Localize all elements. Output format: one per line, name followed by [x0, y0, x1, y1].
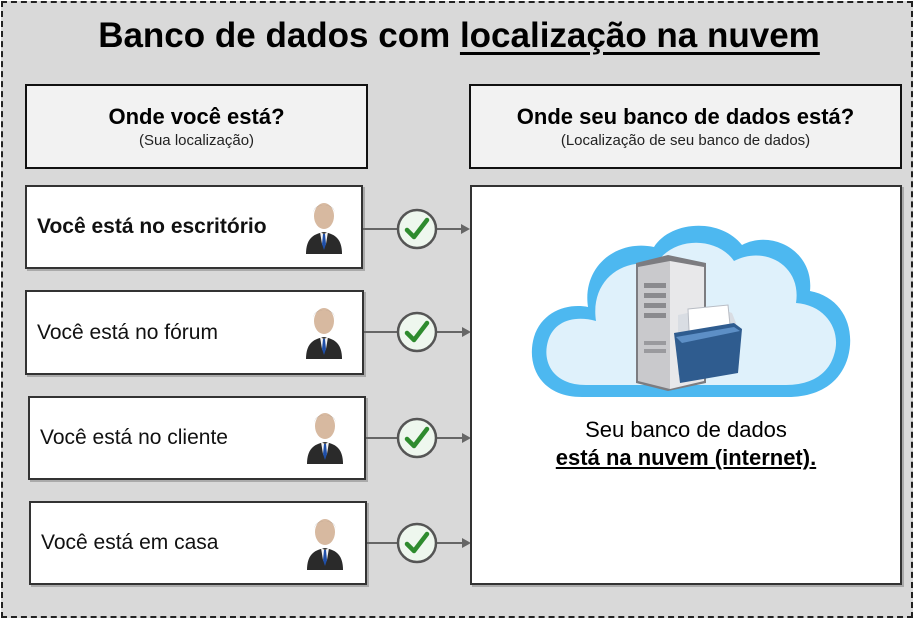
location-label-home: Você está em casa	[41, 531, 219, 554]
connector-check-arrow	[364, 311, 471, 353]
left-header-subtitle: (Sua localização)	[138, 132, 255, 149]
left-header-box: Onde você está? (Sua localização)	[25, 84, 368, 169]
right-header-title: Onde seu banco de dados está?	[516, 104, 855, 129]
location-label-forum: Você está no fórum	[37, 320, 218, 344]
location-label-client: Você está no cliente	[40, 426, 228, 449]
cloud-icon	[531, 225, 851, 397]
title-prefix: Banco de dados com	[98, 16, 460, 55]
title-underlined: localização na nuvem	[459, 16, 820, 55]
diagram-title: Banco de dados com localização na nuvem	[0, 14, 918, 58]
database-caption-line1: Seu banco de dados	[585, 417, 787, 442]
connector-check-arrow	[363, 208, 470, 250]
database-caption-line2: está na nuvem (internet).	[555, 445, 817, 470]
businessman-icon	[307, 519, 343, 570]
businessman-icon	[306, 308, 342, 359]
right-header-box: Onde seu banco de dados está? (Localizaç…	[469, 84, 902, 169]
businessman-icon	[306, 203, 342, 254]
connector-check-arrow	[367, 522, 471, 564]
right-header-subtitle: (Localização de seu banco de dados)	[560, 132, 811, 149]
location-box-office: Você está no escritório	[25, 185, 363, 269]
location-label-office: Você está no escritório	[37, 215, 267, 238]
connector-check-arrow	[366, 417, 471, 459]
location-box-home: Você está em casa	[29, 501, 367, 585]
location-box-forum: Você está no fórum	[25, 290, 364, 375]
left-header-title: Onde você está?	[108, 104, 285, 129]
location-box-client: Você está no cliente	[28, 396, 366, 480]
businessman-icon	[307, 413, 343, 464]
